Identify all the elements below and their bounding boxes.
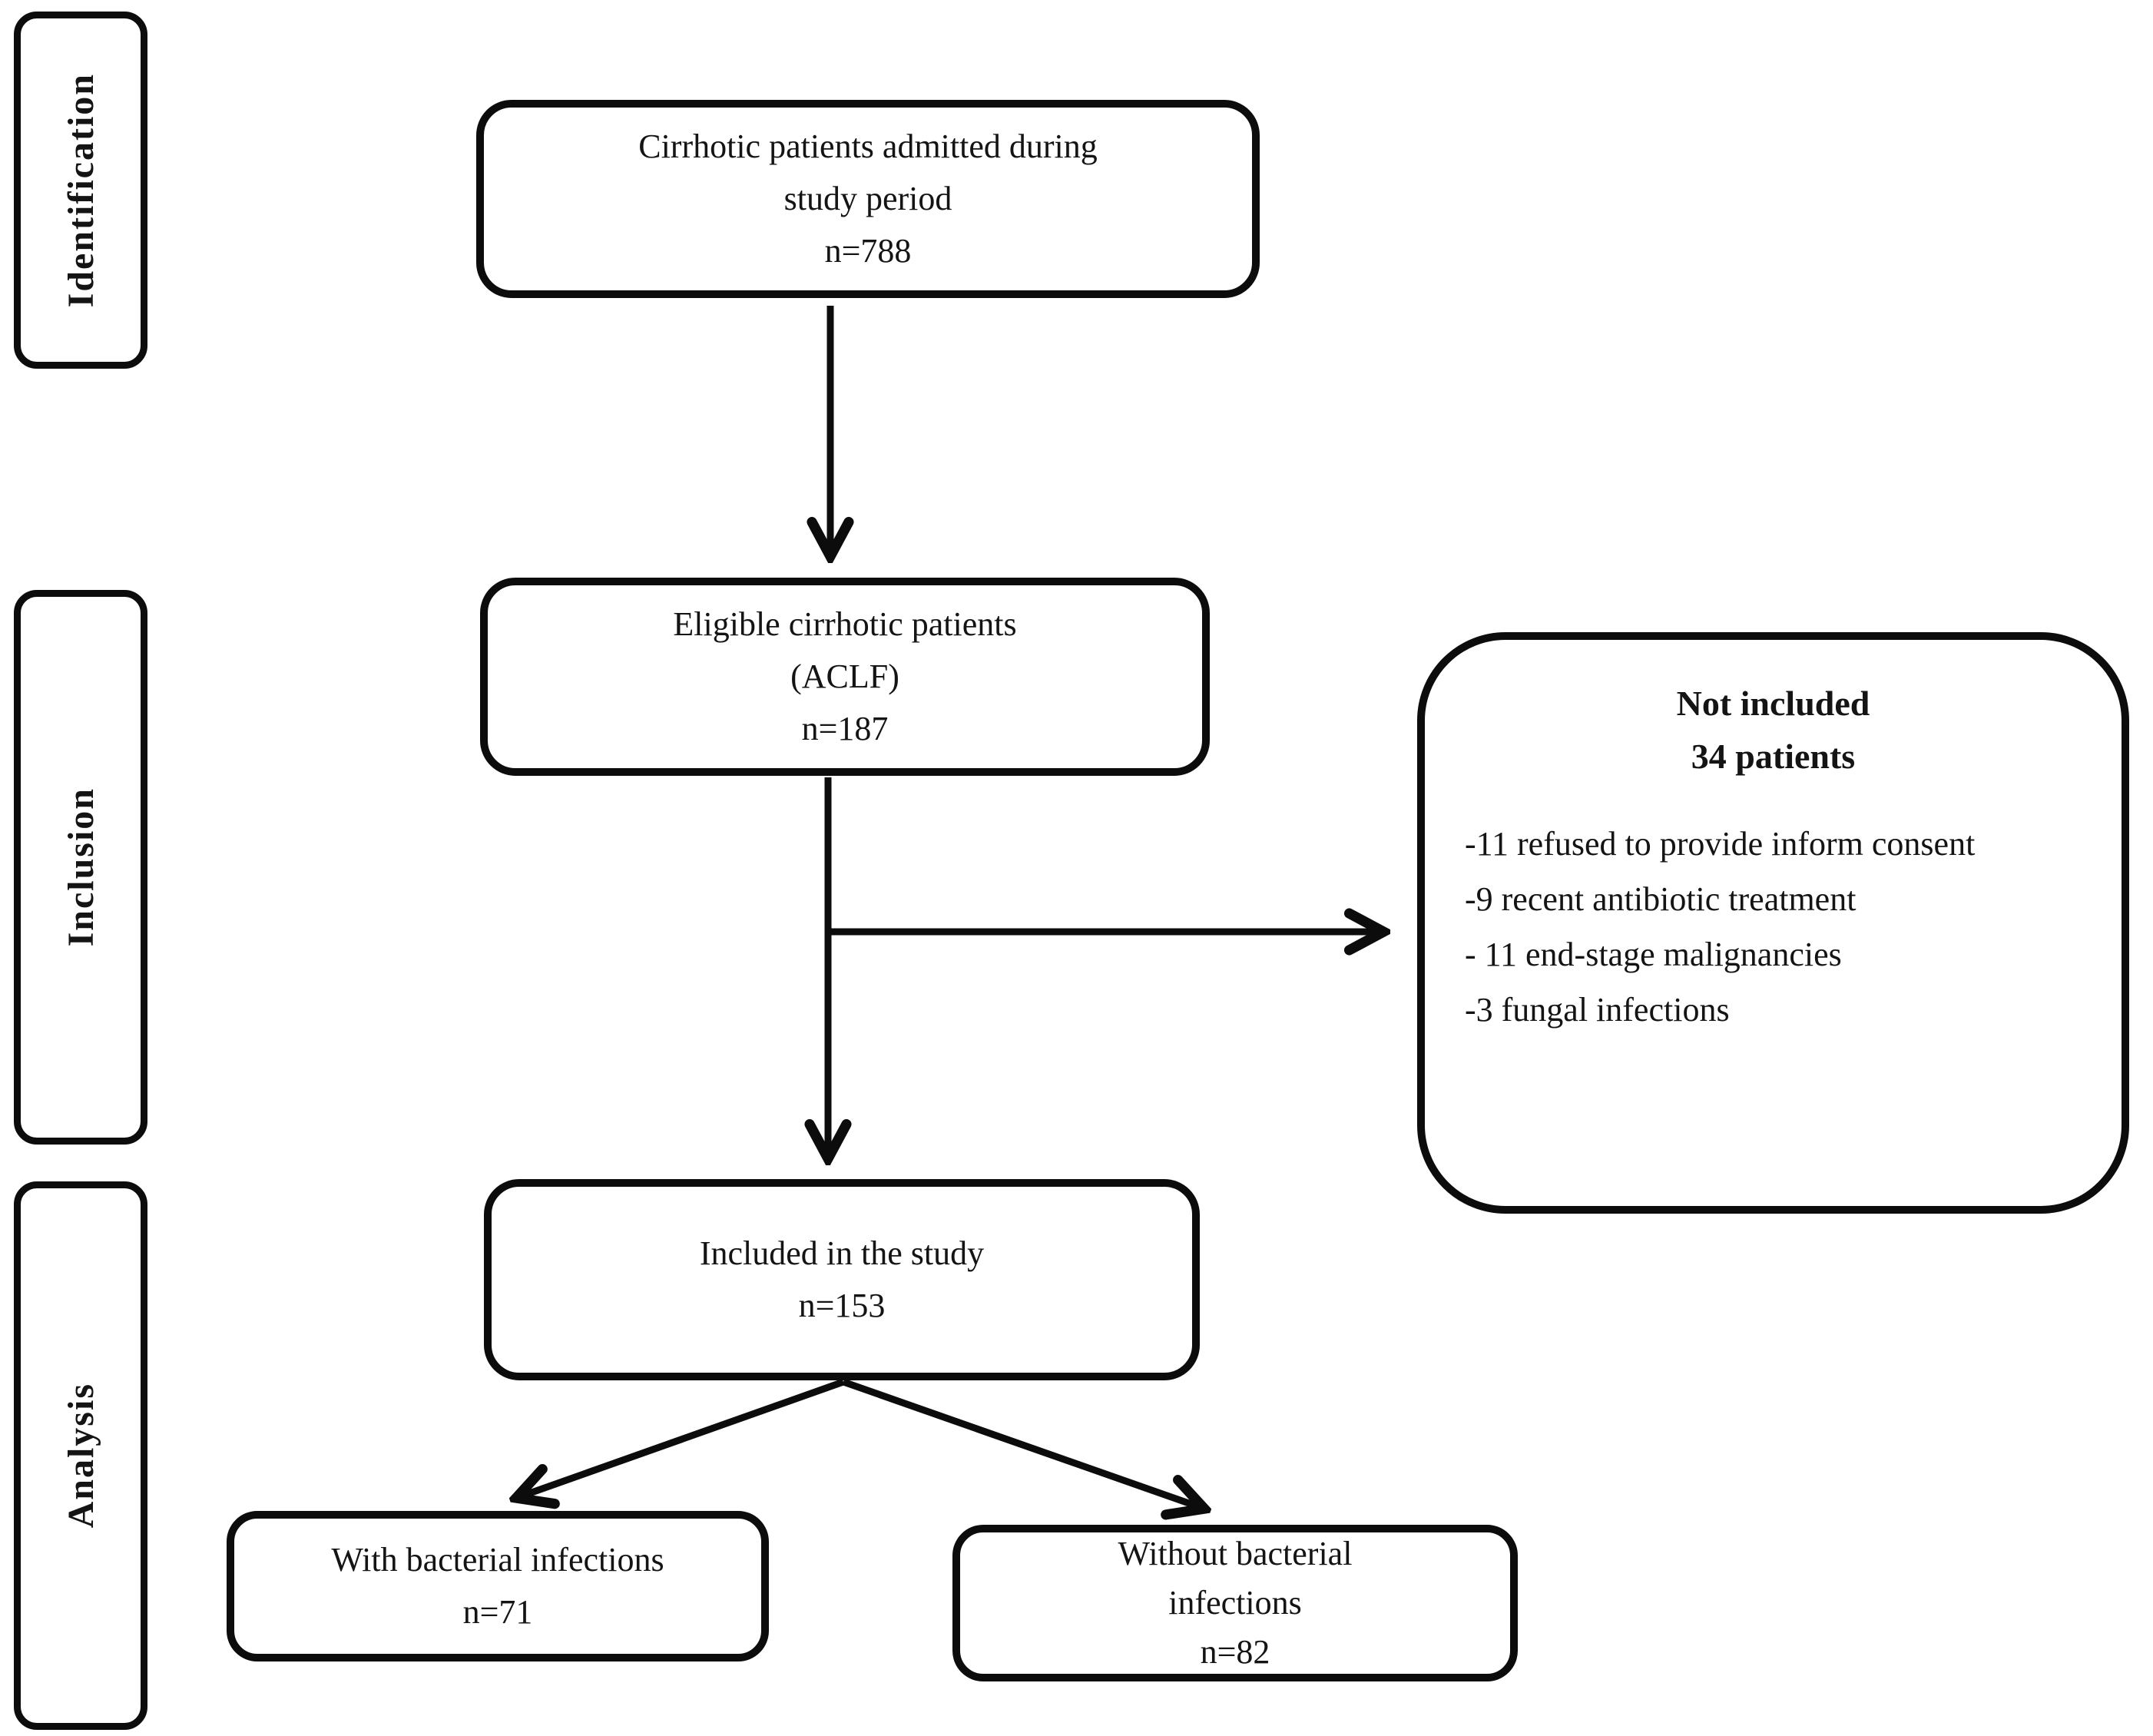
box-admitted-line1: Cirrhotic patients admitted during: [638, 127, 1098, 165]
stage-analysis-label: Analysis: [60, 1383, 101, 1529]
box-admitted: Cirrhotic patients admitted during study…: [476, 100, 1260, 298]
arrow-included-to-with-infections: [521, 1378, 845, 1496]
box-included-line1: Included in the study: [699, 1234, 985, 1272]
exclusion-reason-item: -3 fungal infections: [1465, 991, 1730, 1029]
box-included: Included in the study n=153: [484, 1179, 1200, 1380]
stage-analysis: Analysis: [14, 1181, 147, 1730]
box-with-bacterial-count: n=71: [462, 1593, 533, 1631]
stage-inclusion-label: Inclusion: [60, 787, 101, 947]
box-eligible-line1: Eligible cirrhotic patients: [673, 605, 1017, 643]
box-with-bacterial-infections: With bacterial infections n=71: [227, 1511, 769, 1661]
box-without-bacterial-line2: infections: [1168, 1584, 1302, 1622]
stage-inclusion: Inclusion: [14, 590, 147, 1145]
box-not-included-title: Not included: [1676, 684, 1870, 723]
exclusion-reason-item: -9 recent antibiotic treatment: [1465, 880, 1857, 919]
stage-identification: Identification: [14, 12, 147, 369]
exclusion-reason-item: -11 refused to provide inform consent: [1465, 825, 1976, 863]
box-without-bacterial-count: n=82: [1200, 1632, 1270, 1671]
box-eligible-line2: (ACLF): [790, 657, 899, 695]
arrow-included-to-without-infections: [842, 1378, 1200, 1507]
box-eligible: Eligible cirrhotic patients (ACLF) n=187: [480, 578, 1210, 776]
box-without-bacterial-infections: Without bacterial infections n=82: [952, 1525, 1518, 1681]
box-admitted-line2: study period: [783, 179, 952, 217]
stage-identification-label: Identification: [60, 72, 101, 308]
box-not-included-subtitle: 34 patients: [1691, 737, 1856, 776]
exclusion-reason-list: -11 refused to provide inform consent -9…: [1425, 817, 2002, 1039]
box-admitted-count: n=788: [824, 232, 912, 270]
box-without-bacterial-line1: Without bacterial: [1118, 1535, 1353, 1573]
box-eligible-count: n=187: [801, 710, 889, 748]
box-with-bacterial-line1: With bacterial infections: [331, 1540, 664, 1579]
box-included-count: n=153: [798, 1287, 886, 1324]
exclusion-reason-item: - 11 end-stage malignancies: [1465, 936, 1842, 974]
box-not-included: Not included 34 patients -11 refused to …: [1417, 632, 2129, 1214]
